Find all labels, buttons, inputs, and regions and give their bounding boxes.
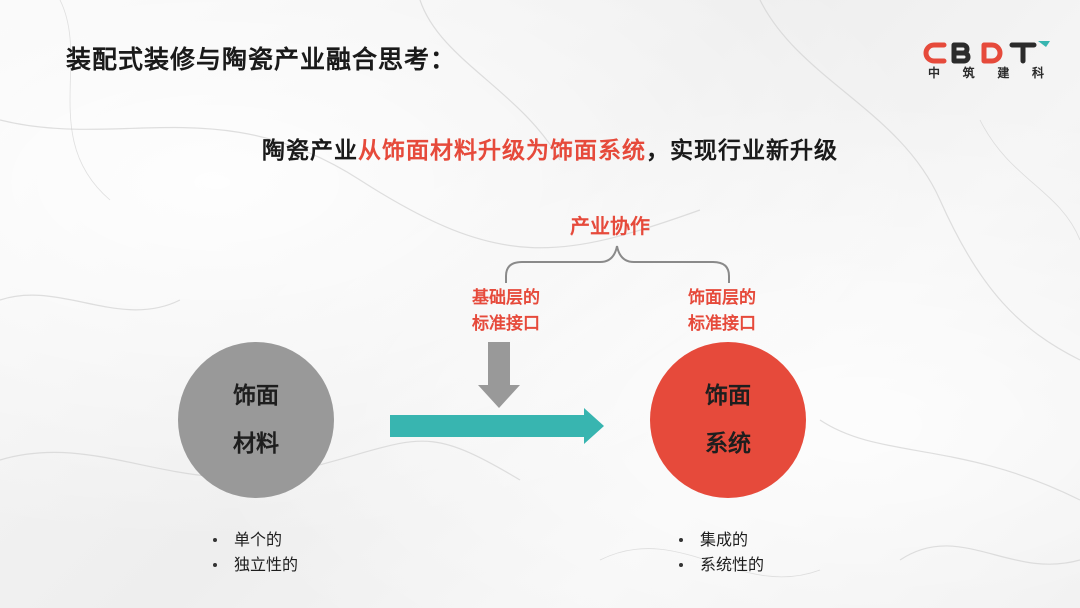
system-traits-list: 集成的 系统性的 bbox=[673, 527, 764, 577]
finish-layer-line1: 饰面层的 bbox=[688, 288, 756, 308]
slide-title: 装配式装修与陶瓷产业融合思考： bbox=[66, 45, 457, 74]
finish-layer-label: 饰面层的 标准接口 bbox=[662, 285, 782, 337]
material-traits-list: 单个的 独立性的 bbox=[207, 527, 298, 577]
finish-system-circle: 饰面 系统 bbox=[650, 342, 806, 498]
base-layer-line2: 标准接口 bbox=[472, 314, 540, 334]
circle-label-line2: 材料 bbox=[233, 431, 279, 457]
list-item: 单个的 bbox=[207, 527, 298, 552]
circle-label-line2: 系统 bbox=[705, 431, 751, 457]
headline-prefix: 陶瓷产业 bbox=[262, 138, 358, 164]
list-item: 独立性的 bbox=[207, 552, 298, 577]
logo-char: 科 bbox=[1031, 66, 1044, 80]
base-layer-line1: 基础层的 bbox=[472, 288, 540, 308]
collaboration-label: 产业协作 bbox=[570, 214, 650, 238]
circle-label-line1: 饰面 bbox=[233, 383, 279, 409]
finish-material-circle: 饰面 材料 bbox=[178, 342, 334, 498]
headline: 陶瓷产业从饰面材料升级为饰面系统，实现行业新升级 bbox=[0, 131, 1080, 165]
logo-subtitle: 中 筑 建 科 bbox=[928, 64, 1044, 81]
headline-suffix: ，实现行业新升级 bbox=[646, 138, 838, 164]
list-item: 集成的 bbox=[673, 527, 764, 552]
logo-char: 中 bbox=[928, 66, 941, 80]
base-layer-label: 基础层的 标准接口 bbox=[446, 285, 566, 337]
list-item: 系统性的 bbox=[673, 552, 764, 577]
headline-highlight: 从饰面材料升级为饰面系统 bbox=[358, 138, 646, 164]
logo-char: 建 bbox=[997, 66, 1010, 80]
cbdt-logo bbox=[923, 41, 1050, 64]
logo-char: 筑 bbox=[962, 66, 975, 80]
circle-label-line1: 饰面 bbox=[705, 383, 751, 409]
finish-layer-line2: 标准接口 bbox=[688, 314, 756, 334]
